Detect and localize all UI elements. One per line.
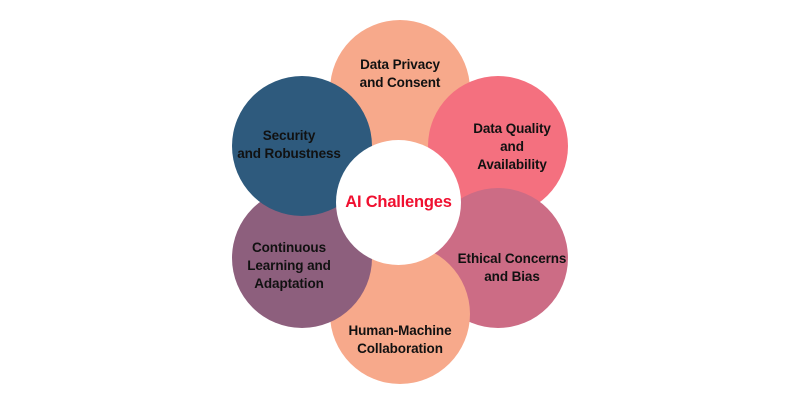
petal-human-machine-label: Human-Machine Collaboration — [348, 323, 452, 356]
petal-data-privacy-label: Data Privacy and Consent — [359, 57, 441, 90]
petal-continuous-learning-label: Continuous Learning and Adaptation — [247, 240, 331, 291]
petal-ethical-concerns-label: Ethical Concerns and Bias — [457, 251, 567, 284]
petal-data-quality-label: Data Quality and Availability — [473, 121, 551, 172]
hub-circle: AI Challenges — [336, 140, 461, 265]
petal-security-label: Security and Robustness — [237, 128, 341, 161]
hub-label: AI Challenges — [345, 192, 452, 211]
